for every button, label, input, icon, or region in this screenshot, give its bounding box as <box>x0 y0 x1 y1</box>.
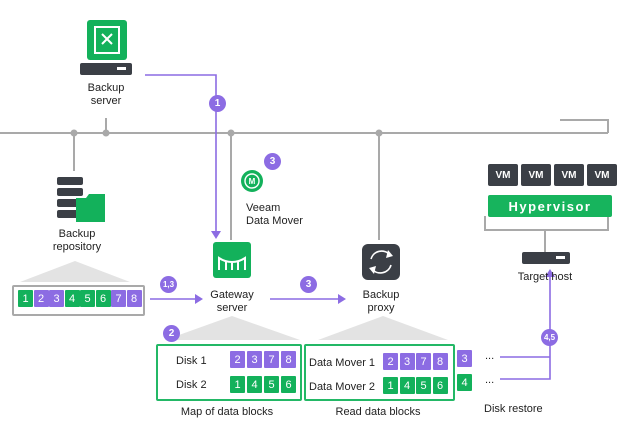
data-block-4: 4 <box>399 377 415 394</box>
gateway-to-proxy-arrowhead <box>338 294 346 304</box>
gateway-shadow <box>165 316 300 340</box>
step-badge-1: 1 <box>209 95 226 112</box>
data-block-1: 1 <box>230 376 245 393</box>
data-block-8: 8 <box>126 290 142 307</box>
gateway-icon <box>213 242 251 278</box>
database-icon <box>57 177 105 222</box>
read-caption: Read data blocks <box>335 406 421 418</box>
restore-path-4 <box>500 276 551 380</box>
ellipsis: ... <box>485 350 495 362</box>
data-block-3: 3 <box>399 353 415 370</box>
data-block-5: 5 <box>80 290 95 307</box>
data-block-6: 6 <box>281 376 296 393</box>
disk-restore-label: Disk restore <box>484 403 543 415</box>
map-caption: Map of data blocks <box>180 406 274 418</box>
hypervisor-bracket <box>484 216 609 231</box>
target-host-icon <box>522 252 570 264</box>
queued-block-3: 3 <box>457 350 472 367</box>
hypervisor-link <box>560 119 609 133</box>
proxy-icon <box>362 244 400 280</box>
step-badge-1-3: 1,3 <box>160 276 177 293</box>
ellipsis: ... <box>485 374 495 386</box>
step-badge-2: 2 <box>163 325 180 342</box>
data-block-1: 1 <box>383 377 398 394</box>
restore-arrowhead <box>545 269 555 277</box>
data-mover-1-label: Data Mover 1 <box>309 357 376 369</box>
vm-icon: VM <box>521 164 551 186</box>
control-route-arrowhead <box>211 231 221 239</box>
repository-shadow <box>20 261 130 282</box>
data-mover-2-label: Data Mover 2 <box>309 381 376 393</box>
vm-icon: VM <box>488 164 518 186</box>
data-block-6: 6 <box>95 290 111 307</box>
data-block-1: 1 <box>18 290 33 307</box>
step-badge-4-5: 4,5 <box>541 329 558 346</box>
disk-2-label: Disk 2 <box>176 379 207 391</box>
data-block-7: 7 <box>264 351 279 368</box>
folder-icon <box>76 194 105 222</box>
data-block-6: 6 <box>432 377 448 394</box>
data-block-7: 7 <box>416 353 431 370</box>
data-block-8: 8 <box>281 351 296 368</box>
data-block-3: 3 <box>49 290 64 307</box>
proxy-shadow <box>318 316 448 340</box>
data-block-5: 5 <box>416 377 431 394</box>
data-block-4: 4 <box>64 290 80 307</box>
backup-server-icon <box>80 20 132 75</box>
disk-1-label: Disk 1 <box>176 355 207 367</box>
data-block-2: 2 <box>33 290 49 307</box>
data-block-8: 8 <box>432 353 448 370</box>
repo-to-gateway-arrowhead <box>195 294 203 304</box>
data-mover-icon: M <box>241 170 263 192</box>
vm-icon: VM <box>587 164 617 186</box>
data-block-5: 5 <box>264 376 279 393</box>
step-badge-3: 3 <box>300 276 317 293</box>
step-badge-3: 3 <box>264 153 281 170</box>
vm-icon: VM <box>554 164 584 186</box>
target-host-label: Target host <box>517 271 573 283</box>
data-block-2: 2 <box>230 351 245 368</box>
control-route <box>145 74 217 232</box>
svg-text:M: M <box>249 177 256 186</box>
data-block-3: 3 <box>247 351 262 368</box>
data-block-7: 7 <box>111 290 126 307</box>
data-block-4: 4 <box>247 376 262 393</box>
data-block-2: 2 <box>383 353 398 370</box>
queued-block-4: 4 <box>457 374 472 391</box>
hypervisor-label: Hypervisor <box>488 195 612 217</box>
